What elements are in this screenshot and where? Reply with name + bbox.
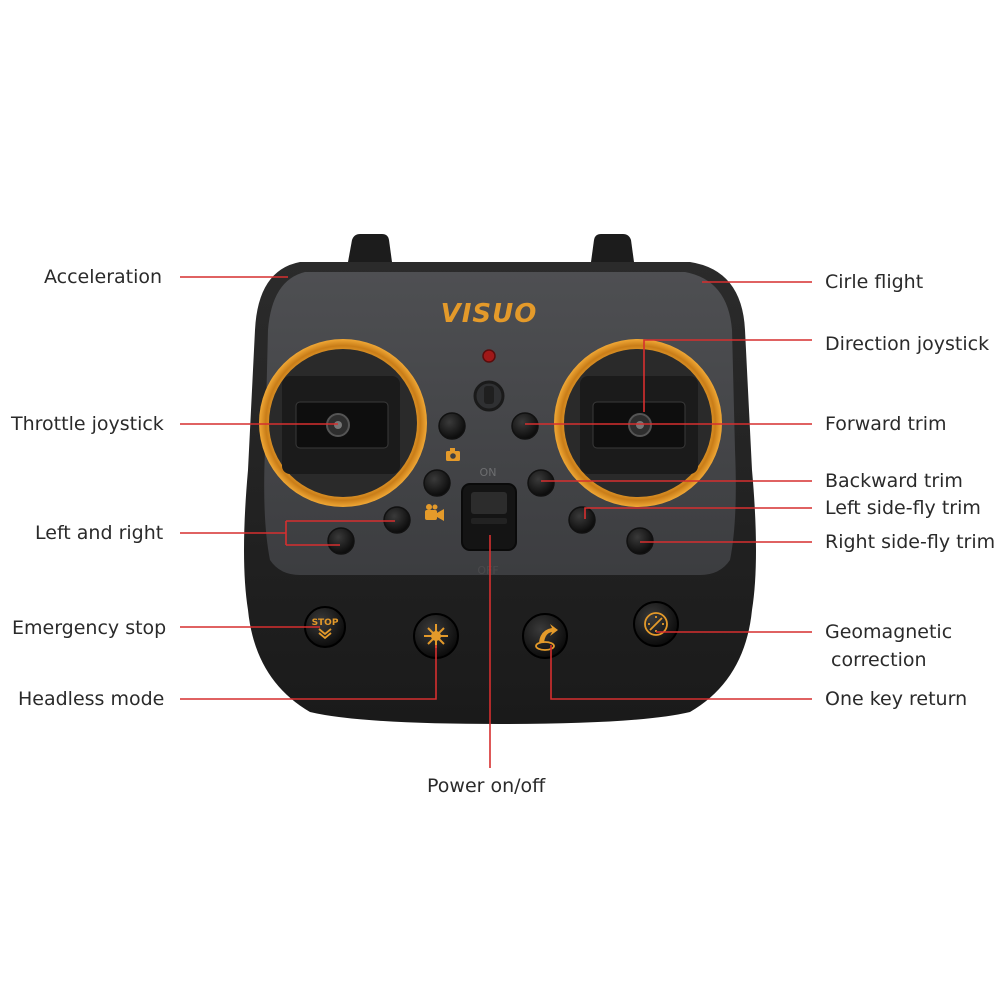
label-forward-trim: Forward trim — [825, 413, 947, 435]
headless-compass-icon — [424, 624, 448, 648]
left-right-trim-button-left[interactable] — [327, 527, 355, 555]
backward-trim-button[interactable] — [527, 469, 555, 497]
label-circle-flight: Cirle flight — [825, 271, 923, 293]
label-geomagnetic-line2: correction — [825, 649, 927, 671]
photo-slider-knob[interactable] — [473, 380, 505, 412]
label-power: Power on/off — [427, 775, 546, 797]
label-left-and-right: Left and right — [35, 522, 163, 544]
stop-chevron-icon — [318, 628, 332, 640]
photo-button[interactable] — [438, 412, 466, 440]
switch-off-label: OFF — [477, 564, 498, 577]
antenna-tabs — [348, 234, 634, 262]
left-side-fly-trim-button[interactable] — [568, 506, 596, 534]
throttle-joystick[interactable] — [259, 339, 427, 507]
label-throttle-joystick: Throttle joystick — [10, 413, 164, 435]
one-key-return-button[interactable] — [522, 613, 568, 659]
left-right-trim-button-right[interactable] — [383, 506, 411, 534]
label-one-key-return: One key return — [825, 688, 967, 710]
label-left-side-fly-trim: Left side-fly trim — [825, 497, 981, 519]
video-icon — [425, 504, 444, 521]
return-home-icon — [535, 624, 558, 651]
power-led-icon — [482, 349, 496, 363]
camera-icon — [446, 448, 460, 461]
label-emergency-stop: Emergency stop — [12, 617, 166, 639]
label-right-side-fly-trim: Right side-fly trim — [825, 531, 995, 553]
label-acceleration: Acceleration — [44, 266, 162, 288]
leader-lines — [180, 276, 812, 768]
power-switch[interactable]: ON OFF — [461, 466, 517, 577]
brand-logo: VISUO — [441, 299, 538, 329]
stop-button-text: STOP — [312, 618, 339, 628]
direction-joystick[interactable] — [554, 339, 722, 507]
forward-trim-button[interactable] — [511, 412, 539, 440]
geomagnetic-icon — [644, 612, 668, 636]
video-button[interactable] — [423, 469, 451, 497]
label-backward-trim: Backward trim — [825, 470, 963, 492]
label-direction-joystick: Direction joystick — [825, 333, 989, 355]
geomagnetic-correction-button[interactable] — [633, 601, 679, 647]
label-geomagnetic-line1: Geomagnetic — [825, 621, 952, 643]
label-headless-mode: Headless mode — [18, 688, 164, 710]
switch-on-label: ON — [480, 466, 497, 479]
right-side-fly-trim-button[interactable] — [626, 527, 654, 555]
